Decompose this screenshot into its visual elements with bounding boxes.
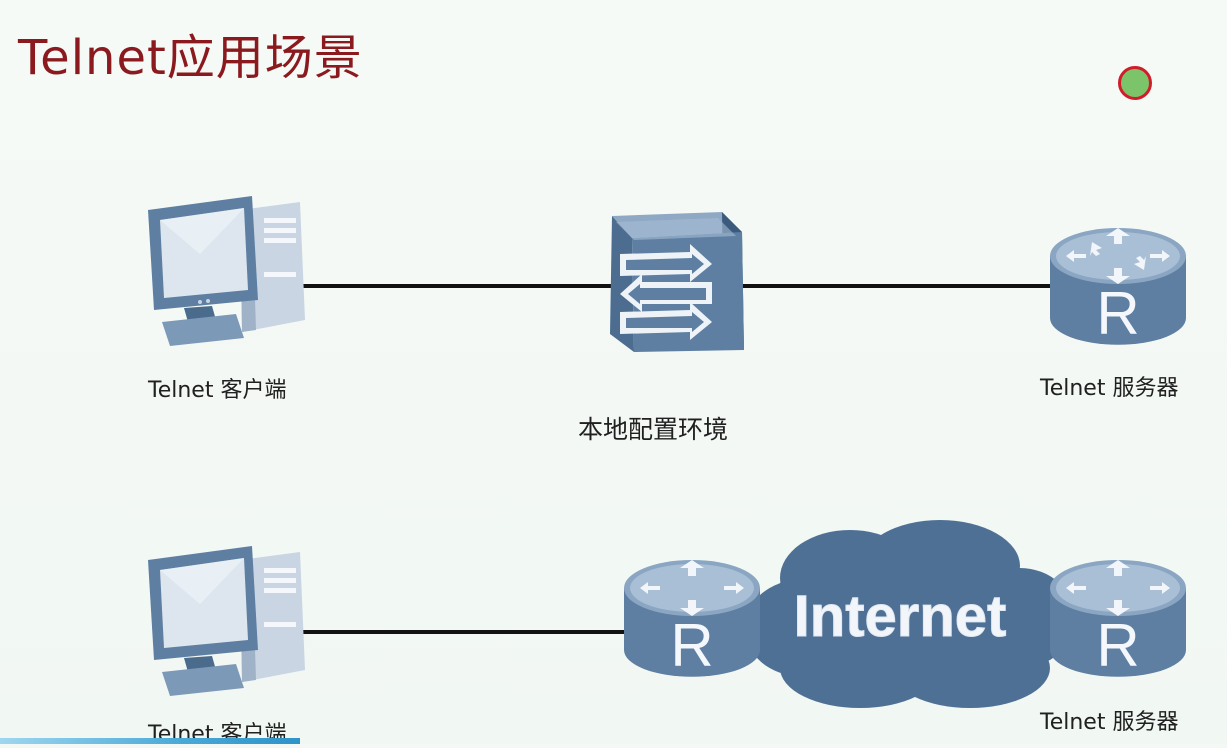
switch-icon — [606, 210, 748, 360]
pc-icon — [140, 192, 310, 356]
server-label: Telnet 服务器 — [1040, 710, 1179, 735]
environment-label: 本地配置环境 — [578, 415, 729, 444]
pointer-icon — [1118, 66, 1152, 100]
server-label: Telnet 服务器 — [1040, 376, 1179, 401]
router-icon: R — [620, 554, 766, 686]
router-icon: R — [1046, 222, 1192, 354]
router-letter: R — [1096, 612, 1139, 679]
pc-icon — [140, 542, 310, 706]
connection-line-client-switch — [300, 284, 618, 288]
slide-title: Telnet应用场景 — [18, 30, 363, 86]
router-letter: R — [1096, 280, 1139, 347]
router-letter: R — [670, 612, 713, 679]
connection-line-switch-router — [742, 284, 1054, 288]
connection-line-client-router — [300, 630, 630, 634]
cloud-label: Internet — [794, 584, 1007, 649]
client-label: Telnet 客户端 — [148, 378, 287, 403]
cloud-icon: Internet — [740, 518, 1080, 718]
progress-bar — [0, 738, 300, 744]
router-icon: R — [1046, 554, 1192, 686]
